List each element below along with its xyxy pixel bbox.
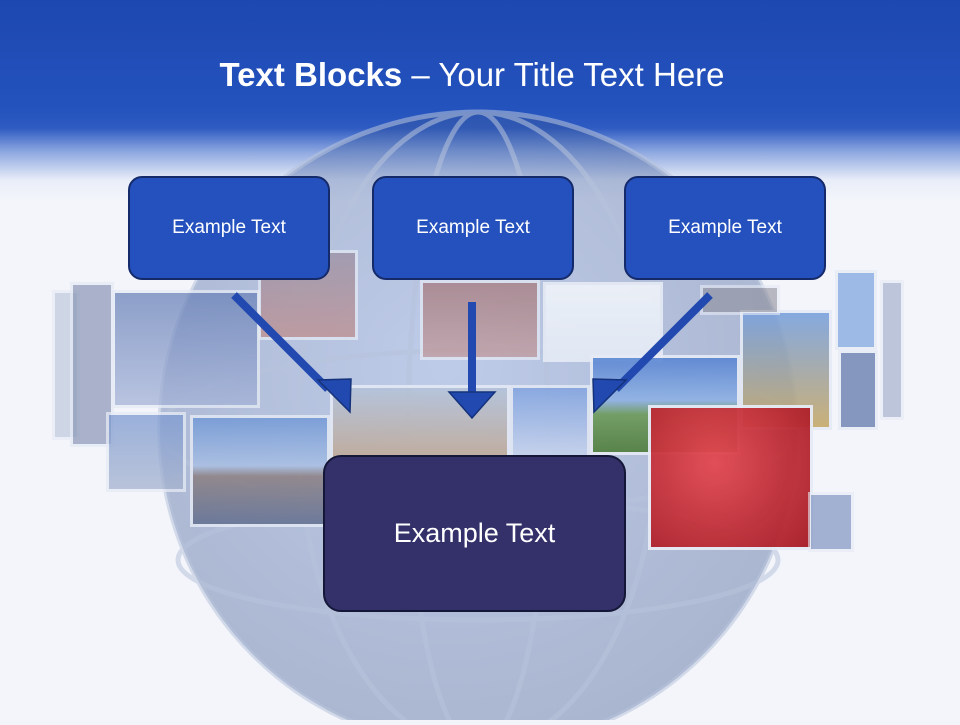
photo-tile <box>808 492 854 552</box>
text-box-bottom-label: Example Text <box>393 518 556 548</box>
title-bold: Text Blocks <box>219 56 403 93</box>
title-separator: – <box>402 56 439 93</box>
page-title: Text Blocks – Your Title Text Here <box>0 56 944 94</box>
photo-tile <box>106 412 186 492</box>
photo-tile <box>648 405 813 550</box>
text-box-right[interactable]: Example Text <box>624 176 826 280</box>
photo-tile <box>838 350 878 430</box>
arrow-right-head <box>592 378 628 414</box>
text-box-bottom[interactable]: Example Text <box>323 455 626 612</box>
text-box-left-label: Example Text <box>172 217 286 238</box>
title-rest: Your Title Text Here <box>438 56 725 93</box>
arrow-left <box>231 292 331 392</box>
photo-tile <box>543 282 663 362</box>
text-box-center[interactable]: Example Text <box>372 176 574 280</box>
photo-tile <box>700 285 780 315</box>
photo-tile <box>880 280 904 420</box>
arrow-right <box>613 292 713 392</box>
photo-tile <box>190 415 330 527</box>
arrow-center-head <box>447 391 497 420</box>
text-box-left[interactable]: Example Text <box>128 176 330 280</box>
photo-tile <box>510 385 590 460</box>
photo-tile <box>835 270 877 350</box>
arrow-left-head <box>316 378 352 414</box>
text-box-center-label: Example Text <box>416 217 530 238</box>
text-box-right-label: Example Text <box>668 217 782 238</box>
photo-tile <box>112 290 260 408</box>
photo-tile <box>420 280 540 360</box>
